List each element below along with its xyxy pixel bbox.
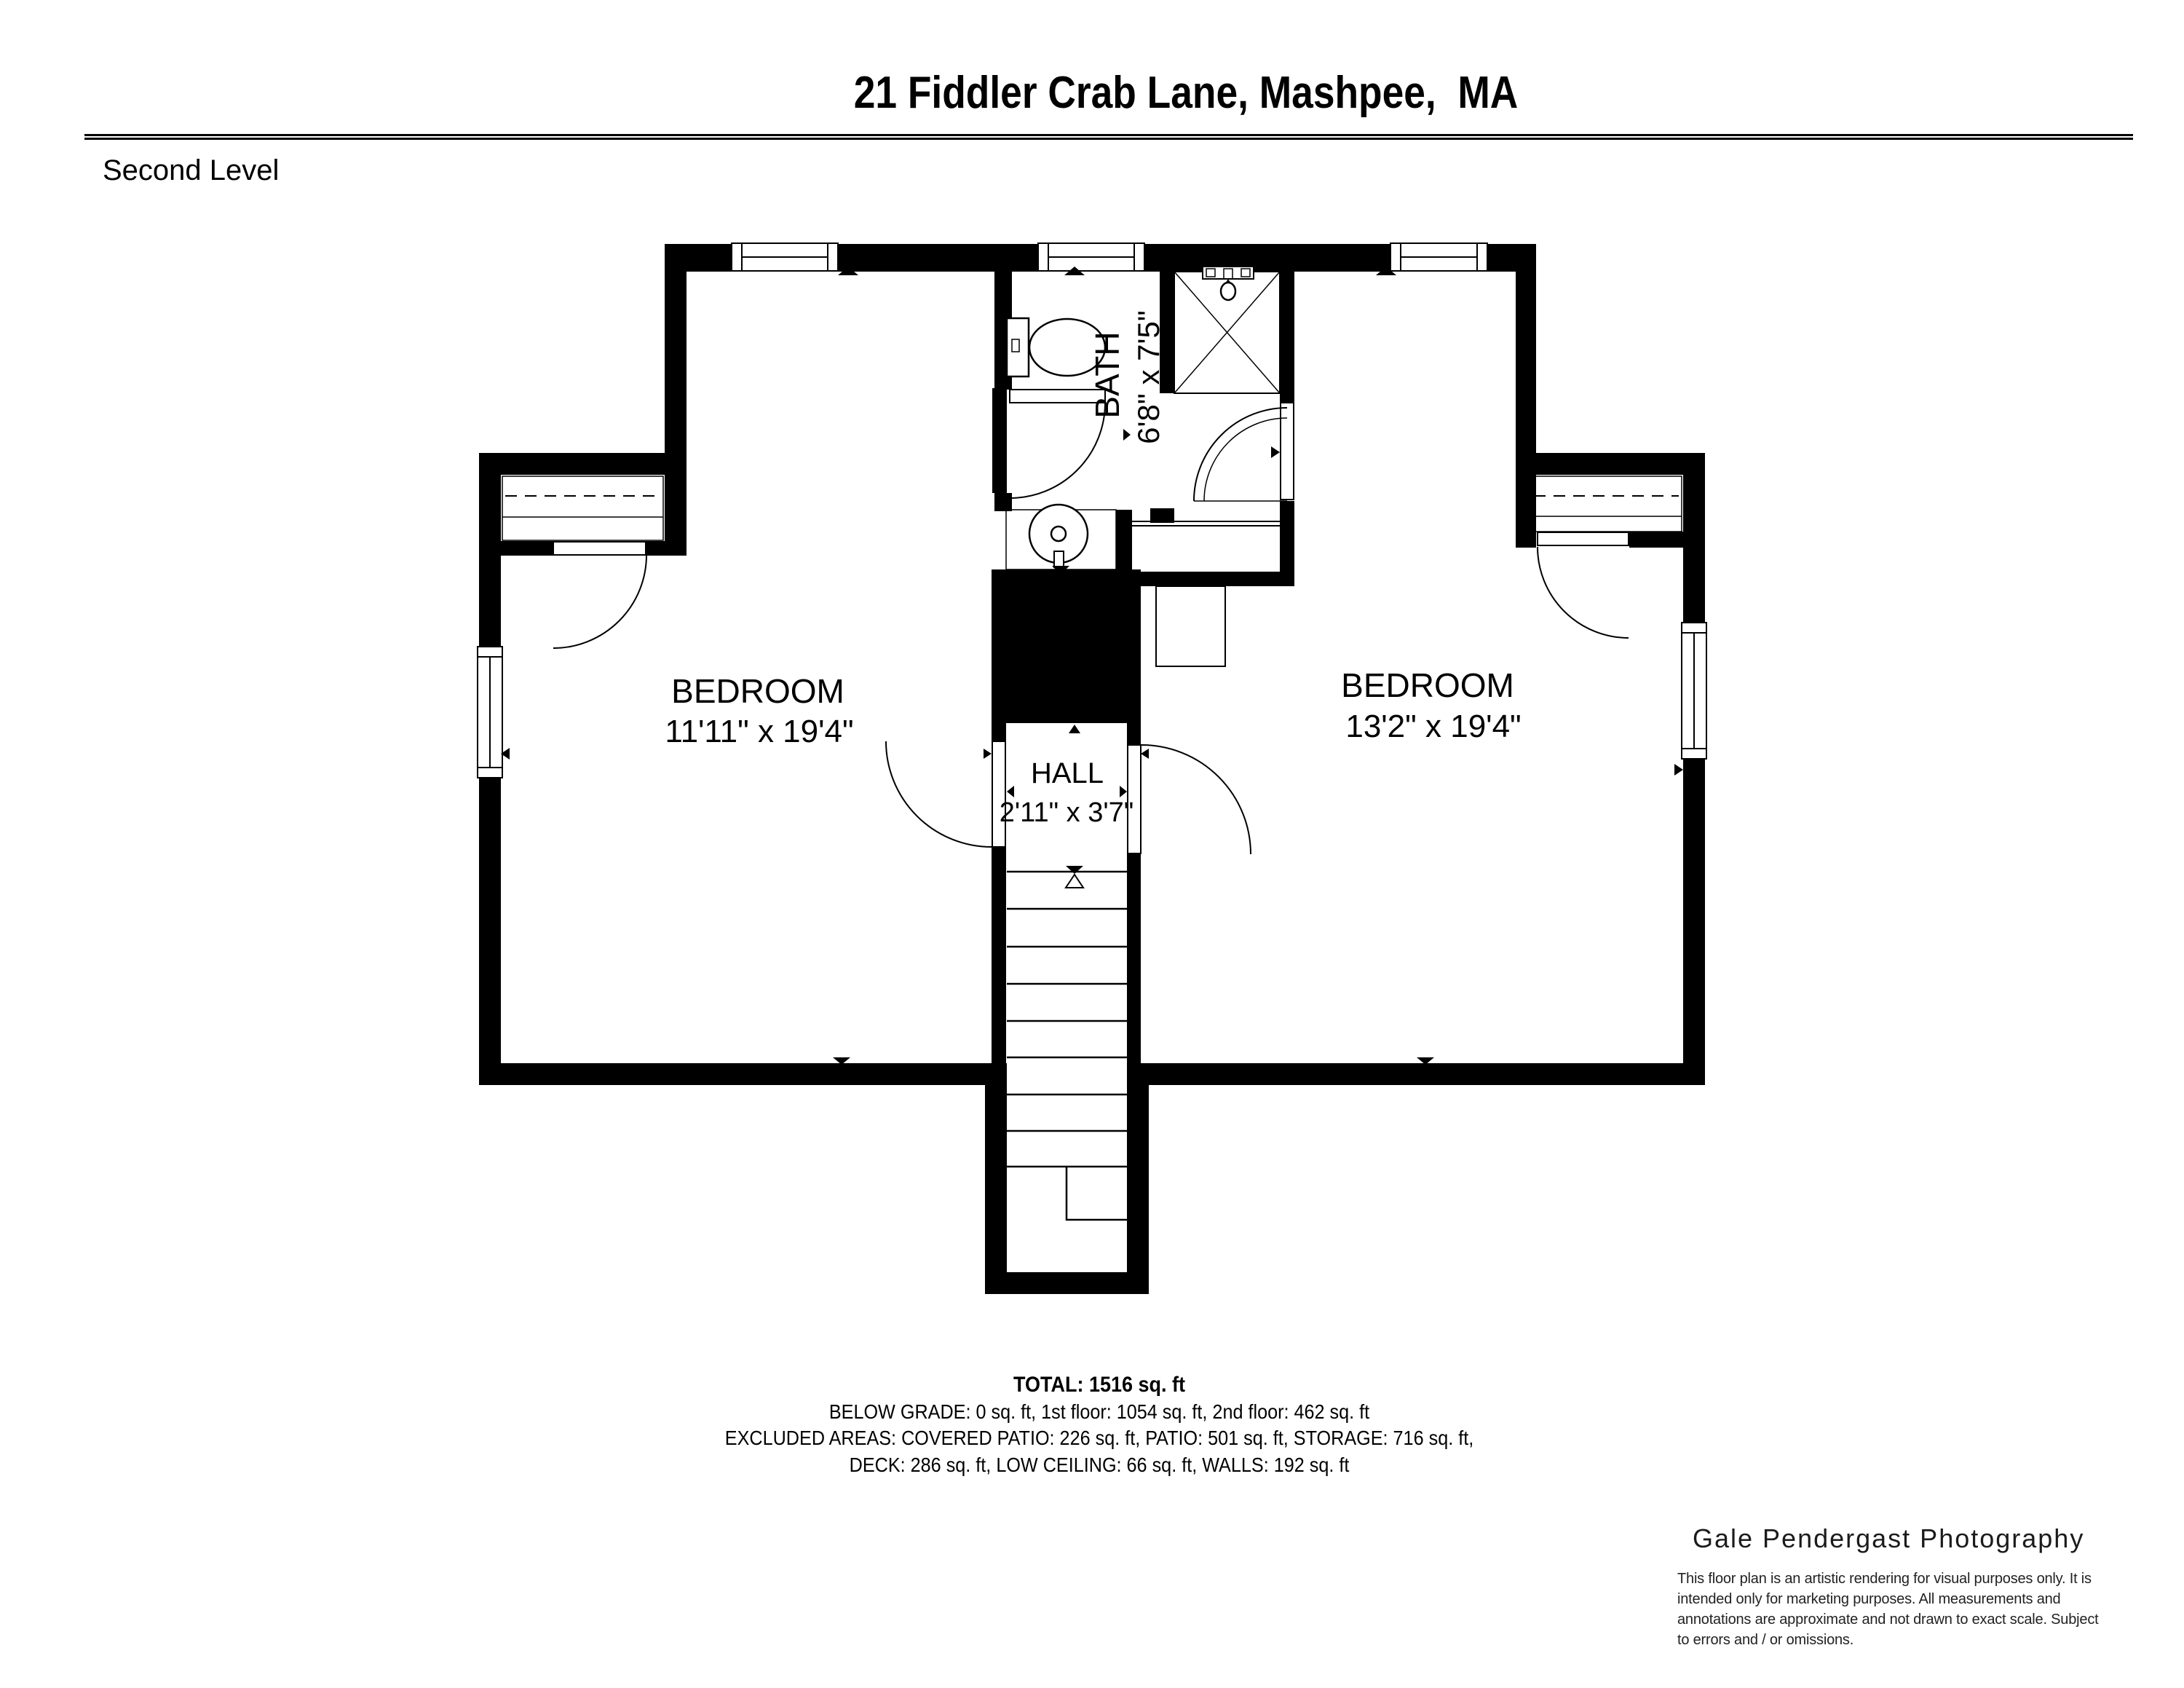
wall-upper-right [1516, 244, 1536, 548]
bedroom-right-name: BEDROOM [1341, 666, 1514, 704]
sink-icon [1005, 503, 1117, 575]
marker-window2-icon [1064, 267, 1085, 275]
bedroom-left-name: BEDROOM [671, 672, 844, 710]
disclaimer-line: intended only for marketing purposes. Al… [1677, 1591, 2061, 1607]
wall-hall-east-a [1127, 723, 1141, 745]
summary-line-deck: DECK: 286 sq. ft, LOW CEILING: 66 sq. ft… [849, 1453, 1350, 1476]
door-closet-right [1537, 532, 1629, 639]
staircase [1007, 866, 1127, 1221]
marker-window1-icon [838, 267, 858, 275]
doors [553, 389, 1629, 855]
disclaimer-line: This floor plan is an artistic rendering… [1677, 1571, 2092, 1587]
stair-treads [1007, 870, 1127, 1168]
door-bath-west [1009, 389, 1106, 499]
marker-bathdoor-right-icon [1271, 446, 1280, 458]
wall-top-b [838, 244, 1038, 272]
wall-top-c [1144, 244, 1390, 272]
wall-bottom-right [1141, 1063, 1705, 1085]
level-label: Second Level [103, 154, 280, 186]
walls [479, 244, 1705, 1294]
marker-window3-icon [1376, 267, 1396, 275]
shower-icon [1132, 266, 1281, 526]
bath-name: BATH [1088, 331, 1126, 418]
wall-closet-left-bottom-b [646, 541, 687, 556]
wall-bath-south [1132, 572, 1294, 586]
marker-bathdoor-east-icon [1123, 429, 1131, 441]
marker-hall-top-icon [1069, 725, 1080, 733]
stair-direction-open-triangle [1064, 873, 1085, 888]
wall-hall-east-b [1127, 853, 1141, 1063]
wall-hall-west-a [992, 723, 1006, 741]
wall-closet-right-bottom [1629, 532, 1683, 548]
bedroom-left-dimensions: 11'11" x 19'4" [665, 714, 853, 749]
bedroom-right-dimensions: 13'2" x 19'4" [1345, 709, 1521, 744]
marker-hall-jamb4-icon [1141, 749, 1149, 759]
window-right [1681, 622, 1707, 760]
wall-right-a [1683, 475, 1705, 623]
wall-south-stub [1150, 508, 1174, 523]
summary-line-grades: BELOW GRADE: 0 sq. ft, 1st floor: 1054 s… [828, 1400, 1370, 1423]
marker-hall-jamb1-icon [984, 749, 992, 759]
closet-left-box [502, 476, 664, 541]
disclaimer-text: This floor plan is an artistic rendering… [1677, 1569, 2099, 1650]
stair-landing-divider [1065, 1167, 1127, 1221]
marker-bathdoor-west-icon [996, 429, 1003, 441]
header-divider [84, 134, 2133, 140]
marker-window-left-icon [501, 748, 510, 760]
marker-window-right-icon [1674, 764, 1683, 776]
hall-dimensions: 2'11" x 3'7" [1000, 797, 1133, 828]
window-top-2 [1037, 242, 1145, 272]
wall-right-b [1683, 759, 1705, 1085]
plan-markers [501, 267, 1683, 1065]
wall-bath-west-b [992, 388, 1007, 493]
marker-hall-jamb3-icon [1120, 786, 1127, 797]
closet-left [502, 476, 664, 541]
room-labels: BEDROOM 11'11" x 19'4" BEDROOM 13'2" x 1… [665, 310, 1521, 828]
marker-hall-jamb2-icon [1007, 786, 1014, 797]
door-bedroom-left [885, 741, 1006, 848]
closet-right [1530, 476, 1682, 532]
wall-stair-east [1127, 1063, 1149, 1294]
door-bedroom-right [1127, 744, 1251, 855]
window-top-3 [1390, 242, 1488, 272]
wall-left-b [479, 778, 501, 1085]
closet-right-box [1530, 476, 1682, 532]
photography-credit: Gale Pendergast Photography [1693, 1523, 2085, 1553]
bath-fixtures [1005, 266, 1281, 667]
windows [477, 242, 1707, 778]
page-title: 21 Fiddler Crab Lane, Mashpee, MA [853, 68, 1519, 118]
wall-closet-right-top [1516, 453, 1705, 475]
desk-icon [1155, 585, 1226, 667]
wall-upper-left [665, 244, 687, 556]
wall-shower-divider [1160, 272, 1174, 393]
chase-void [992, 569, 1141, 723]
wall-sink-stub [1116, 510, 1132, 585]
disclaimer-line: to errors and / or omissions. [1677, 1632, 1854, 1648]
bath-dimensions: 6'8" x 7'5" [1131, 310, 1166, 444]
stair-direction-solid-triangle [1066, 866, 1083, 874]
area-summary: TOTAL: 1516 sq. ft BELOW GRADE: 0 sq. ft… [725, 1372, 1473, 1478]
door-bath-east [1193, 402, 1294, 502]
toilet-icon [1005, 317, 1107, 378]
wall-bath-west-c [994, 493, 1012, 511]
wall-bath-east-b [1280, 501, 1294, 585]
wall-left-a [479, 475, 501, 647]
wall-hall-west-b [992, 846, 1006, 1063]
window-top-1 [731, 242, 839, 272]
wall-bottom-left [479, 1063, 992, 1085]
door-closet-left [553, 541, 647, 649]
wall-stair-west [985, 1063, 1007, 1294]
hall-name: HALL [1031, 757, 1104, 789]
marker-bottom-right-icon [1417, 1057, 1434, 1065]
summary-line-excluded: EXCLUDED AREAS: COVERED PATIO: 226 sq. f… [724, 1427, 1474, 1449]
window-left [477, 646, 503, 778]
disclaimer-line: annotations are approximate and not draw… [1677, 1612, 2099, 1628]
wall-bath-east-a [1280, 272, 1294, 403]
wall-stair-bottom [985, 1272, 1149, 1294]
marker-bottom-left-icon [833, 1057, 850, 1065]
wall-closet-left-bottom-a [497, 541, 553, 556]
wall-closet-left-top [479, 453, 665, 475]
summary-total: TOTAL: 1516 sq. ft [1013, 1373, 1186, 1397]
